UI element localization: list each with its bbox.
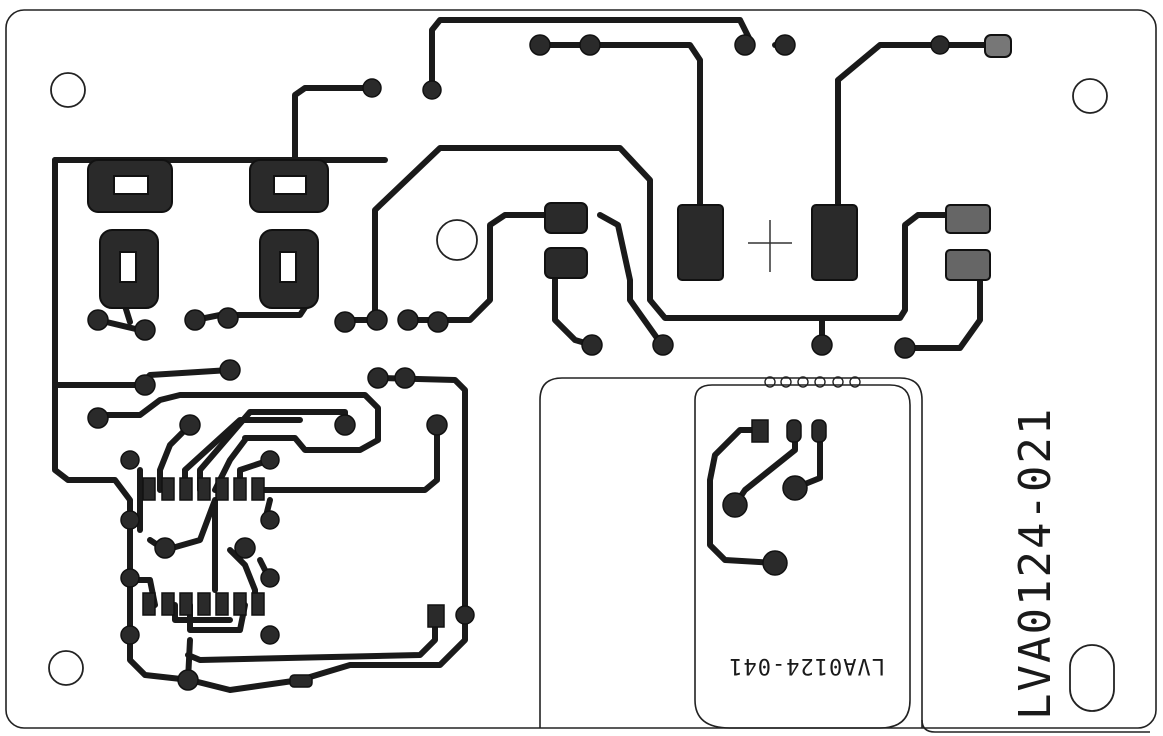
- cutout-right-outline: [921, 719, 1150, 733]
- pad-connector-1: [945, 204, 991, 234]
- copper-traces: [52, 17, 1001, 693]
- sub-board-holes: [764, 376, 861, 388]
- board-outlines: [5, 9, 1157, 733]
- pad-regulator-1: [544, 202, 588, 234]
- slot-hole-icon: [1069, 644, 1115, 712]
- mounting-hole-icon: [50, 72, 86, 108]
- pad-regulator-2: [544, 247, 588, 279]
- pad-connector-2: [945, 249, 991, 281]
- sub-board-part-number: LVA0124-041: [728, 653, 885, 678]
- mounting-holes: [48, 72, 1115, 712]
- sub-board-outline: [694, 384, 911, 729]
- cutout-middle-outline: [539, 377, 923, 728]
- polarity-plus-icon: [748, 220, 792, 272]
- pad-capacitor-minus: [677, 204, 724, 281]
- main-board-outline: [5, 9, 1157, 729]
- pad-corner-top-right: [984, 34, 1012, 58]
- pad-capacitor-plus: [811, 204, 858, 281]
- mounting-hole-icon: [48, 650, 84, 686]
- board-part-number: LVA0124-021: [1010, 407, 1061, 720]
- component-pads: [87, 34, 1012, 309]
- mounting-hole-icon: [436, 219, 478, 261]
- small-pads: [87, 34, 950, 691]
- mounting-hole-icon: [1072, 78, 1108, 114]
